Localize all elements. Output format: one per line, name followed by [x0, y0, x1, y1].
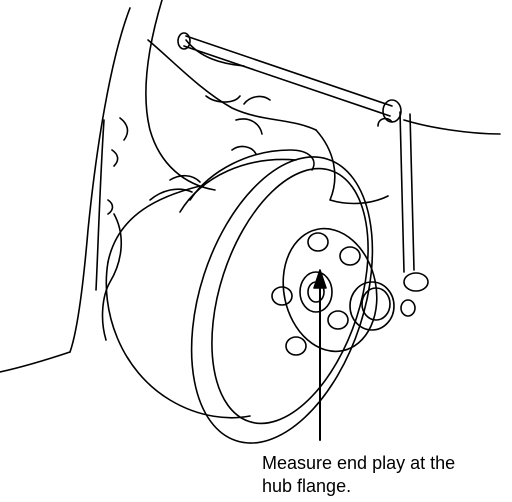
fender-panel — [0, 7, 131, 373]
wheel-studs — [271, 232, 361, 356]
caption-line-1: Measure end play at the — [262, 453, 456, 473]
brake-rotor — [105, 149, 374, 444]
dial-gauge-plunger — [349, 281, 395, 331]
pointer-arrow — [313, 269, 327, 441]
hub-assembly — [271, 227, 416, 356]
stabilizer-link — [177, 32, 501, 292]
instruction-caption: Measure end play at the hub flange. — [262, 452, 507, 498]
caption-line-2: hub flange. — [262, 476, 352, 496]
